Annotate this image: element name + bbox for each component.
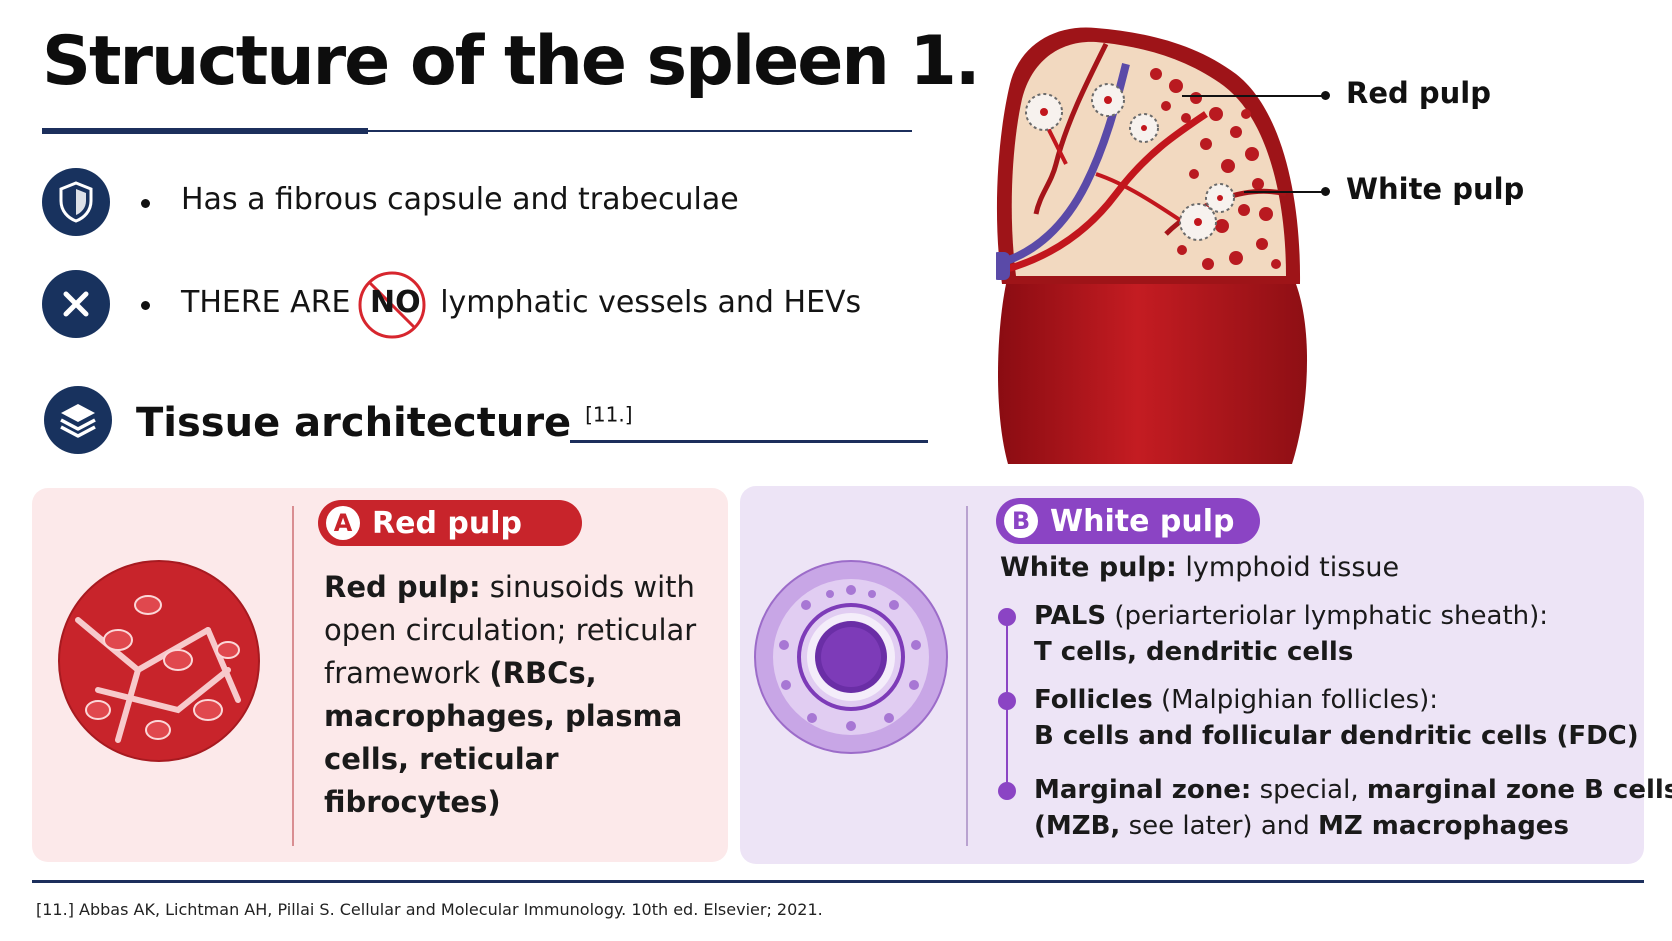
item-follicles-cells: B cells and follicular dendritic cells (… (1034, 721, 1639, 751)
white-pulp-label: B White pulp (996, 498, 1260, 544)
item-mz-macrophages: MZ macrophages (1318, 811, 1569, 841)
item-marginal-zone: Marginal zone: special, marginal zone B … (1034, 772, 1672, 844)
item-mz-bold: Marginal zone: (1034, 775, 1252, 805)
callout-line-white-pulp (1244, 191, 1326, 193)
section-title-text: Tissue architecture (136, 400, 572, 446)
white-pulp-label-text: White pulp (1050, 503, 1235, 539)
title-divider-accent (42, 128, 368, 134)
spleen-illustration (996, 27, 1308, 464)
bullet-marker (141, 199, 150, 208)
no-emphasis: NO (358, 271, 427, 339)
red-pulp-text: sinusoids with open circulation; reticul… (324, 570, 697, 690)
callout-marker (1321, 91, 1330, 100)
layers-icon (44, 386, 112, 454)
bullet-no-lymphatics: THERE ARE NO lymphatic vessels and HEVs (181, 271, 862, 339)
red-pulp-micrograph (58, 560, 260, 762)
item-follicles-rest: (Malpighian follicles): (1161, 685, 1439, 715)
item-pals-cells: T cells, dendritic cells (1034, 637, 1354, 667)
item-follicles-bold: Follicles (1034, 685, 1153, 715)
callout-line-red-pulp (1182, 95, 1326, 97)
red-pulp-label: A Red pulp (318, 500, 582, 546)
white-pulp-divider (966, 506, 968, 846)
label-letter-a: A (326, 506, 360, 540)
red-pulp-lead: Red pulp: (324, 570, 481, 604)
footer-divider (32, 880, 1644, 883)
timeline-dot (998, 608, 1016, 626)
timeline-dot (998, 782, 1016, 800)
label-letter-b: B (1004, 504, 1038, 538)
title-divider (42, 130, 912, 132)
red-pulp-divider (292, 506, 294, 846)
close-icon (42, 270, 110, 338)
bullet-marker (141, 301, 150, 310)
item-pals: PALS (periarteriolar lymphatic sheath): … (1034, 598, 1548, 670)
page-title: Structure of the spleen 1. (42, 22, 981, 101)
white-pulp-intro: White pulp: lymphoid tissue (1000, 552, 1399, 583)
prohibition-icon (358, 271, 426, 339)
timeline-dot (998, 692, 1016, 710)
red-pulp-cells: (RBCs, macrophages, plasma cells, reticu… (324, 656, 683, 819)
shield-icon (42, 168, 110, 236)
no-word: NO (370, 285, 421, 320)
item-pals-rest: (periarteriolar lymphatic sheath): (1114, 601, 1549, 631)
section-title: Tissue architecture [11.] (136, 400, 633, 446)
item-mz-note: see later) and (1128, 811, 1310, 841)
reference-footnote: [11.] Abbas AK, Lichtman AH, Pillai S. C… (36, 900, 823, 919)
section-divider (570, 440, 928, 443)
reference-marker: [11.] (585, 402, 633, 427)
item-pals-bold: PALS (1034, 601, 1107, 631)
bullet-capsule: Has a fibrous capsule and trabeculae (181, 182, 739, 217)
callout-white-pulp: White pulp (1346, 172, 1525, 206)
bullet-text-pre: THERE ARE (181, 285, 351, 320)
item-mz-cells: marginal zone B cells (1366, 775, 1672, 805)
bullet-text-post: lymphatic vessels and HEVs (440, 285, 862, 320)
callout-marker (1321, 187, 1330, 196)
white-pulp-intro-bold: White pulp: (1000, 552, 1177, 583)
item-mz-abbrev: (MZB, (1034, 811, 1121, 841)
white-pulp-micrograph (754, 560, 948, 754)
item-follicles: Follicles (Malpighian follicles): B cell… (1034, 682, 1639, 754)
white-pulp-intro-text: lymphoid tissue (1185, 552, 1400, 583)
red-pulp-label-text: Red pulp (372, 505, 522, 541)
callout-red-pulp: Red pulp (1346, 76, 1491, 110)
red-pulp-description: Red pulp: sinusoids with open circulatio… (324, 566, 714, 824)
item-mz-rest: special, (1259, 775, 1359, 805)
